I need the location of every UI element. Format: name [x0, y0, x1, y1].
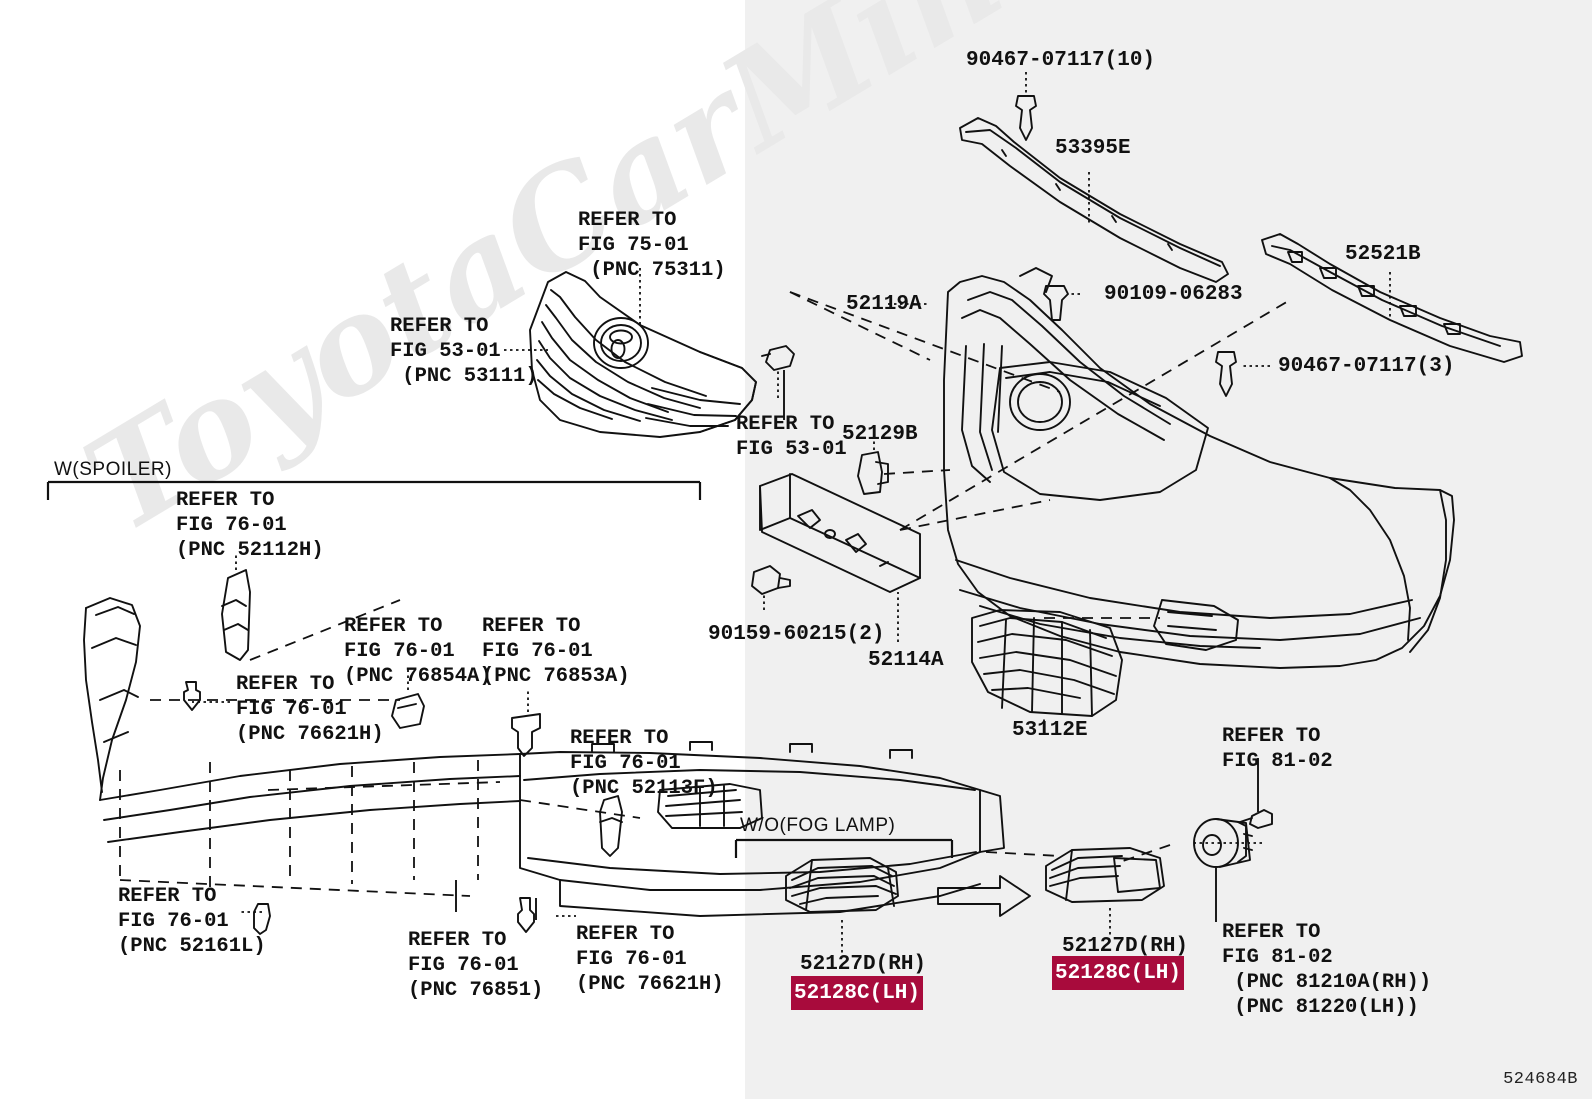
bracket-52114a-part — [759, 473, 921, 593]
part-label-90159: 90159-60215(2) — [708, 623, 885, 646]
refer-label-76853a: REFER TO FIG 76-01 (PNC 76853A) — [482, 615, 630, 688]
part-label-left-lh: 52128C(LH) — [793, 981, 921, 1005]
refer-label-75311: REFER TO FIG 75-01 (PNC 75311) — [578, 209, 726, 282]
refer-label-76621h-lower: REFER TO FIG 76-01 (PNC 76621H) — [576, 923, 724, 996]
refer-label-52161l: REFER TO FIG 76-01 (PNC 52161L) — [118, 885, 266, 958]
part-label-90109: 90109-06283 — [1104, 283, 1243, 306]
bolt-81-02-part — [1239, 809, 1273, 829]
part-label-52129b: 52129B — [842, 423, 918, 446]
part-label-right-lh: 52128C(LH) — [1054, 961, 1182, 985]
part-label-90467-3: 90467-07117(3) — [1278, 355, 1455, 378]
highlight-box-left: 52128C(LH) — [791, 976, 923, 1010]
assembly-dashed-lines — [119, 291, 1291, 897]
part-label-90467-10: 90467-07117(10) — [966, 49, 1156, 72]
group-brackets — [46, 480, 954, 858]
figure-id: 524684B — [1503, 1070, 1578, 1089]
solid-leaders — [455, 370, 1259, 922]
part-label-52521b: 52521B — [1345, 243, 1421, 266]
refer-label-81-02-upper: REFER TO FIG 81-02 — [1222, 725, 1333, 773]
fog-lamp-81210a-part — [1193, 818, 1253, 868]
front-grille-part — [529, 271, 757, 438]
part-label-53112e: 53112E — [1012, 719, 1088, 742]
leader-lines — [192, 72, 1391, 954]
highlight-box-right: 52128C(LH) — [1052, 956, 1184, 990]
reinforcement-52521b-part — [1261, 233, 1523, 363]
refer-label-81-02-lower: REFER TO FIG 81-02 (PNC 81210A(RH)) (PNC… — [1222, 921, 1432, 1019]
bumper-cover-part — [943, 267, 1455, 669]
refer-label-fig53-clip: REFER TO FIG 53-01 — [736, 413, 847, 461]
part-label-52114a: 52114A — [868, 649, 944, 672]
fog-cover-left-part — [785, 857, 899, 913]
part-label-left-rh: 52127D(RH) — [800, 953, 927, 976]
part-label-right-rh: 52127D(RH) — [1062, 935, 1189, 958]
part-label-53395e: 53395E — [1055, 137, 1131, 160]
part-label-52119a: 52119A — [846, 293, 922, 316]
transfer-arrow-icon — [937, 875, 1031, 917]
refer-label-53111: REFER TO FIG 53-01 (PNC 53111) — [390, 315, 538, 388]
refer-label-76621h-upper: REFER TO FIG 76-01 (PNC 76621H) — [236, 673, 384, 746]
group-label-wo-fog-lamp: W/O(FOG LAMP) — [740, 815, 896, 836]
spoiler-assembly-part — [83, 597, 1005, 917]
fastener-parts-left — [183, 569, 623, 935]
clip-fig53-part — [761, 345, 795, 371]
refer-label-76851: REFER TO FIG 76-01 (PNC 76851) — [408, 929, 544, 1002]
group-label-spoiler: W(SPOILER) — [54, 459, 172, 480]
grille-53112e-part — [971, 609, 1123, 717]
refer-label-52113f: REFER TO FIG 76-01 (PNC 52113F) — [570, 727, 718, 800]
fog-cover-right-part — [1045, 847, 1165, 903]
retainer-52129b-part — [857, 451, 889, 495]
seal-53395e-part — [959, 117, 1229, 283]
fastener-parts-right — [751, 95, 1237, 595]
refer-label-52112h: REFER TO FIG 76-01 (PNC 52112H) — [176, 489, 324, 562]
refer-label-76854a: REFER TO FIG 76-01 (PNC 76854A) — [344, 615, 492, 688]
